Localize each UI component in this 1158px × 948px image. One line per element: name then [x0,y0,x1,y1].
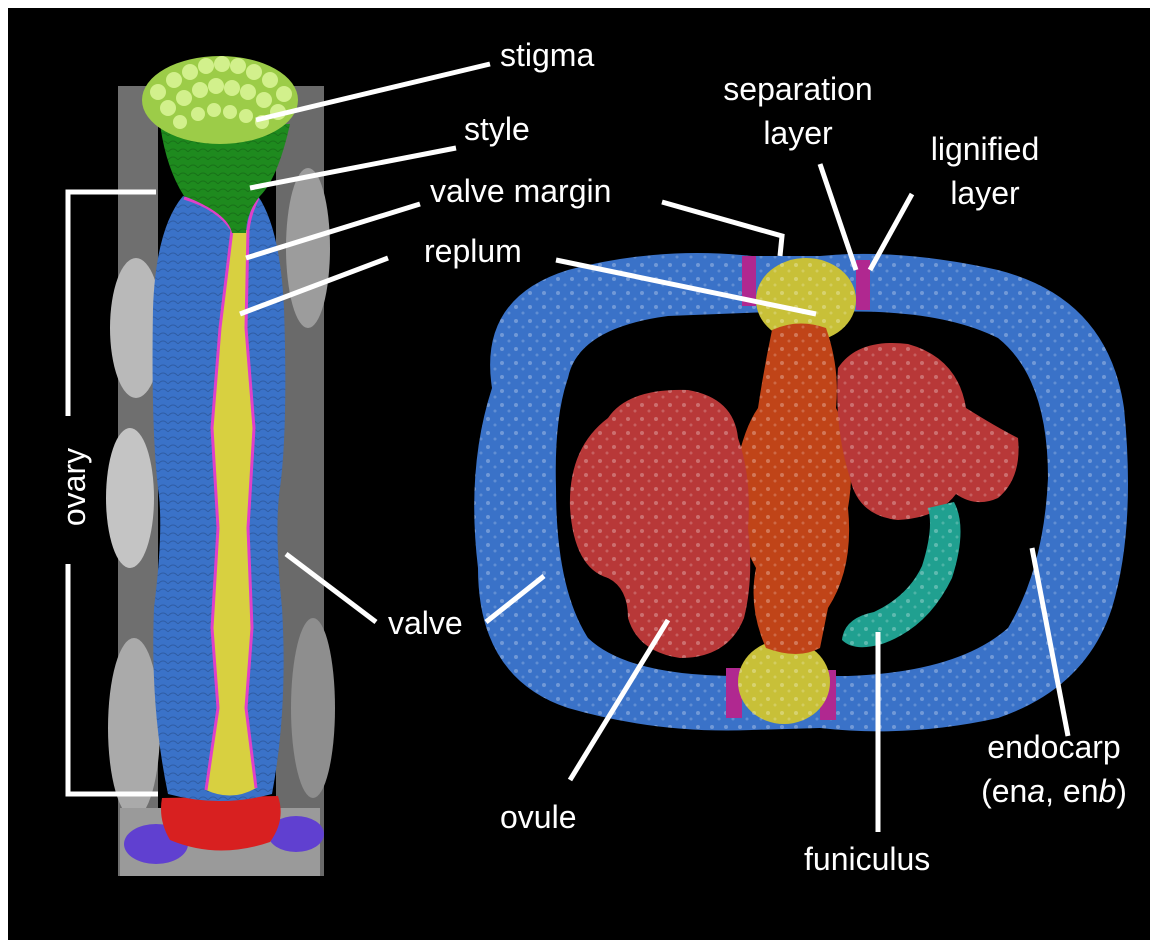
label-valve-margin: valve margin [430,174,611,208]
label-lignified-layer-line2: layer [910,176,1060,210]
label-valve: valve [388,606,463,640]
label-endocarp-line2: (ena, enb) [964,774,1144,808]
label-style: style [464,112,530,146]
label-ovary: ovary [57,437,91,537]
label-stigma: stigma [500,38,594,72]
label-separation-layer-line2: layer [700,116,896,150]
bracket-valve-margin [662,202,782,256]
gray-flower-bud-4 [286,168,330,328]
figure-panel: stigma style valve margin replum ovary v… [8,8,1150,940]
label-funiculus: funiculus [804,842,930,876]
label-endocarp-line1: endocarp [964,730,1144,764]
label-separation-layer-line1: separation [700,72,896,106]
cross-section [474,253,1128,731]
gray-flower-bud-5 [291,618,335,798]
gray-flower-bud-2 [106,428,154,568]
endocarp-mid: , en [1045,773,1098,809]
label-replum: replum [424,234,522,268]
lignified-layer-top-right [856,260,870,310]
endocarp-close: ) [1116,773,1127,809]
label-lignified-layer-line1: lignified [910,132,1060,166]
endocarp-a: a [1027,773,1045,809]
label-ovule: ovule [500,800,577,834]
endocarp-b: b [1098,773,1116,809]
gynophore [161,796,281,851]
endocarp-open: (en [981,773,1027,809]
leader-line-separation-layer [820,164,856,270]
gray-flower-bud-3 [108,638,160,818]
